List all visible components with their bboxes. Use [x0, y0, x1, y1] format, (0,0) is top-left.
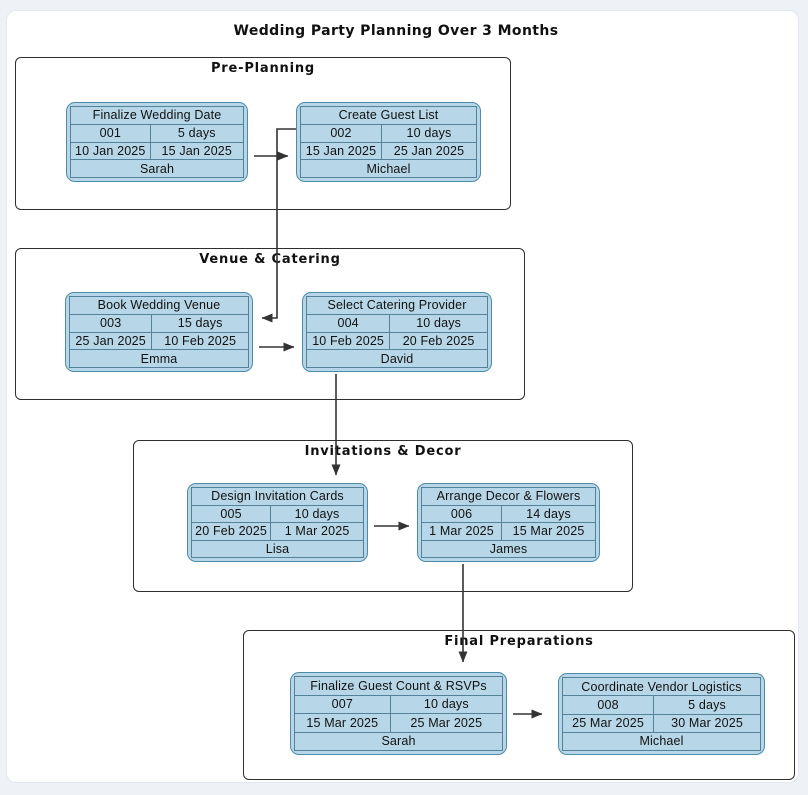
- task-duration: 14 days: [501, 504, 596, 523]
- task-id: 008: [561, 695, 655, 715]
- task-start-date: 15 Mar 2025: [294, 713, 391, 733]
- task-owner: Michael: [562, 731, 761, 752]
- task-duration: 10 days: [270, 504, 364, 523]
- task-title: Design Invitation Cards: [191, 487, 364, 506]
- task-id: 002: [300, 123, 382, 143]
- task-id: 006: [420, 504, 503, 523]
- task-end-date: 15 Jan 2025: [149, 141, 245, 161]
- task-start-date: 15 Jan 2025: [300, 141, 382, 161]
- task-title: Book Wedding Venue: [69, 296, 249, 315]
- task-owner: Emma: [69, 349, 249, 368]
- section-label: Venue & Catering: [199, 252, 341, 267]
- task-title: Coordinate Vendor Logistics: [562, 676, 761, 697]
- section-label: Invitations & Decor: [304, 444, 462, 459]
- task-id: 007: [294, 694, 391, 714]
- task-start-date: 10 Feb 2025: [305, 331, 391, 351]
- task-end-date: 30 Mar 2025: [653, 713, 761, 733]
- task-owner: Michael: [300, 159, 477, 178]
- task-duration: 15 days: [151, 313, 249, 333]
- task-end-date: 20 Feb 2025: [389, 331, 488, 351]
- task-owner: James: [421, 539, 596, 558]
- section-final-preparations: Final Preparations: [243, 630, 795, 780]
- task-end-date: 25 Mar 2025: [389, 713, 504, 733]
- task-title: Finalize Wedding Date: [70, 106, 244, 125]
- task-id: 005: [190, 504, 272, 523]
- section-label: Final Preparations: [444, 634, 594, 649]
- task-end-date: 1 Mar 2025: [270, 522, 364, 541]
- task-owner: Lisa: [191, 539, 364, 558]
- section-label: Pre-Planning: [210, 61, 316, 76]
- task-end-date: 10 Feb 2025: [151, 331, 249, 351]
- task-start-date: 25 Jan 2025: [68, 331, 153, 351]
- task-end-date: 25 Jan 2025: [380, 141, 478, 161]
- task-duration: 10 days: [389, 313, 488, 333]
- task-duration: 5 days: [653, 695, 761, 715]
- task-duration: 10 days: [380, 123, 478, 143]
- task-id: 001: [70, 123, 151, 143]
- section-invitations-decor: Invitations & Decor: [133, 440, 633, 592]
- task-start-date: 25 Mar 2025: [561, 713, 655, 733]
- diagram-title: Wedding Party Planning Over 3 Months: [233, 23, 559, 39]
- task-start-date: 20 Feb 2025: [190, 522, 272, 541]
- task-owner: Sarah: [294, 731, 503, 751]
- task-title: Select Catering Provider: [306, 296, 488, 315]
- task-id: 004: [305, 313, 391, 333]
- task-owner: David: [306, 349, 488, 368]
- task-owner: Sarah: [70, 159, 244, 178]
- task-title: Create Guest List: [300, 106, 477, 125]
- task-duration: 5 days: [149, 123, 245, 143]
- task-start-date: 10 Jan 2025: [70, 141, 151, 161]
- task-start-date: 1 Mar 2025: [420, 522, 503, 541]
- task-duration: 10 days: [389, 694, 504, 714]
- task-title: Arrange Decor & Flowers: [421, 487, 596, 506]
- task-title: Finalize Guest Count & RSVPs: [294, 676, 503, 696]
- task-end-date: 15 Mar 2025: [501, 522, 596, 541]
- task-id: 003: [68, 313, 153, 333]
